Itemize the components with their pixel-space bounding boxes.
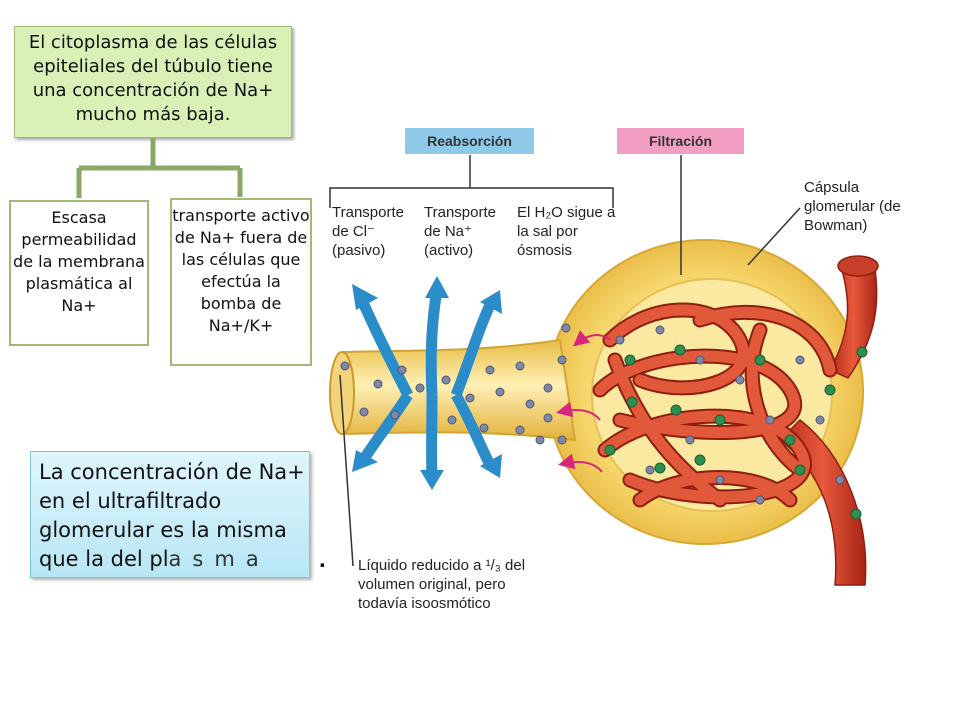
- green-dots: [604, 344, 868, 520]
- active-transport-text: transporte activo de Na+ fuera de las cé…: [172, 206, 310, 335]
- water-follows-text: El H₂O sigue a la sal por ósmosis: [517, 204, 616, 259]
- capsule-pointer: [747, 207, 801, 266]
- solute-dots: [340, 323, 845, 505]
- afferent-arteriole: [828, 261, 878, 379]
- ultrafiltrate-spaced-text: asma: [168, 547, 270, 571]
- filtration-label: Filtración: [617, 128, 744, 154]
- reabsorption-label: Reabsorción: [405, 128, 534, 154]
- bowman-capsule-text: Cápsula glomerular (de Bowman): [804, 179, 901, 234]
- ultrafiltrate-text: La concentración de Na+ en el ultrafiltr…: [39, 460, 305, 571]
- main-concept-box: El citoplasma de las células epiteliales…: [14, 26, 292, 138]
- tubule-opening: [329, 351, 355, 435]
- permeability-text: Escasa permeabilidad de la membrana plas…: [13, 208, 145, 315]
- active-transport-box: transporte activo de Na+ fuera de las cé…: [170, 198, 312, 366]
- filtration-arrows: [556, 330, 611, 473]
- na-transport-text: Transporte de Na⁺ (activo): [424, 204, 496, 259]
- reduced-liquid-text: Líquido reducido a ¹/₃ del volumen origi…: [358, 557, 526, 612]
- main-concept-text: El citoplasma de las células epiteliales…: [28, 32, 278, 125]
- reabsorption-arrows: [356, 289, 495, 479]
- glomerulus: [592, 302, 838, 508]
- efferent-arteriole: [778, 419, 867, 586]
- cl-transport-text: Transporte de Cl⁻ (pasivo): [332, 204, 404, 259]
- trailing-period: .: [319, 546, 326, 573]
- reabsorption-bracket: [329, 155, 614, 208]
- liquid-pointer: [339, 374, 354, 567]
- ultrafiltrate-box: La concentración de Na+ en el ultrafiltr…: [30, 451, 310, 578]
- permeability-box: Escasa permeabilidad de la membrana plas…: [9, 200, 149, 346]
